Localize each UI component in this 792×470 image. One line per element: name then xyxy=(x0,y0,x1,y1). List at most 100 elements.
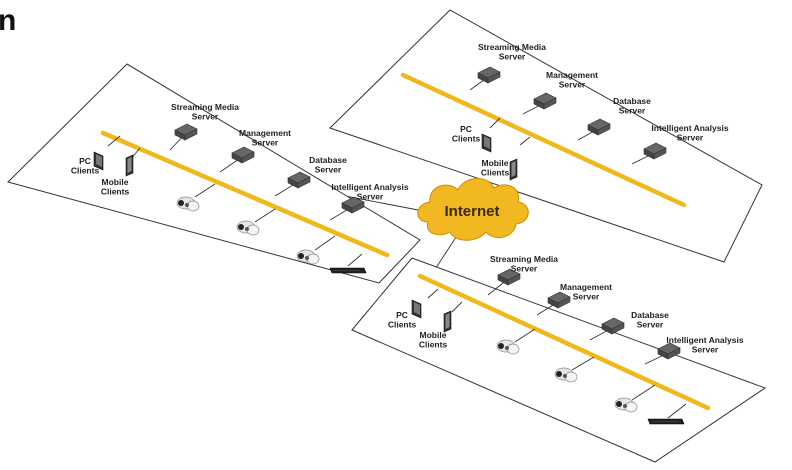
camera-lens xyxy=(238,224,244,230)
management-server-icon-front xyxy=(241,151,255,164)
pc-clients-label-line: PC xyxy=(460,124,472,134)
streaming-server-icon-front xyxy=(507,273,521,286)
database-server-label-line: Database xyxy=(613,96,651,106)
database-server-icon-front xyxy=(597,123,611,136)
streaming-server-label-line: Server xyxy=(192,112,219,122)
camera-lens-2 xyxy=(245,227,249,231)
streaming-server-label-line: Server xyxy=(499,52,526,62)
network-link xyxy=(514,328,536,343)
management-server-label-line: Server xyxy=(559,80,586,90)
network-link xyxy=(314,235,336,251)
network-link xyxy=(631,384,656,401)
internet-cloud: Internet xyxy=(417,178,529,241)
network-link xyxy=(347,253,363,267)
mobile-screen xyxy=(127,157,132,173)
mobile-screen xyxy=(445,313,450,329)
camera-lens xyxy=(298,253,304,259)
pc-clients-label-line: Clients xyxy=(452,134,481,144)
streaming-server-label-line: Streaming Media xyxy=(171,102,239,112)
network-link xyxy=(519,136,531,146)
pc-clients-label-line: Clients xyxy=(71,166,100,176)
camera-lens xyxy=(178,200,184,206)
camera-lens-2 xyxy=(185,203,189,207)
management-server-icon-front xyxy=(543,97,557,110)
streaming-server-label-line: Streaming Media xyxy=(478,42,546,52)
site-left-panel xyxy=(7,63,421,284)
camera-lens xyxy=(556,371,562,377)
management-server-label-line: Management xyxy=(560,282,612,292)
internet-label: Internet xyxy=(444,203,499,220)
mobile-screen xyxy=(511,161,516,177)
management-server-icon-front xyxy=(557,296,571,309)
mobile-clients-label-line: Clients xyxy=(419,340,448,350)
camera-lens-2 xyxy=(623,404,627,408)
network-link xyxy=(254,208,276,223)
camera-body xyxy=(564,371,578,383)
analysis-server-label-line: Intelligent Analysis xyxy=(331,182,408,192)
network-link xyxy=(489,117,501,129)
mobile-clients-label-line: Mobile xyxy=(420,330,447,340)
camera-body xyxy=(186,200,200,212)
network-backbone xyxy=(400,72,687,208)
database-server-label-line: Database xyxy=(631,310,669,320)
network-link xyxy=(107,135,121,147)
database-server-label-line: Server xyxy=(619,106,646,116)
database-server-icon-front xyxy=(611,322,625,335)
network-link xyxy=(451,301,463,313)
site-bottom-right-panel xyxy=(351,257,767,463)
mobile-clients-label-line: Mobile xyxy=(102,177,129,187)
camera-body xyxy=(246,224,260,236)
database-server-label-line: Server xyxy=(637,320,664,330)
analysis-server-label-line: Intelligent Analysis xyxy=(666,335,743,345)
management-server-label-line: Management xyxy=(546,70,598,80)
network-backbone xyxy=(100,130,390,258)
mobile-clients-label-line: Mobile xyxy=(482,158,509,168)
analysis-server-label-line: Server xyxy=(357,192,384,202)
analysis-server-icon-front xyxy=(667,347,681,360)
management-server-label-line: Management xyxy=(239,128,291,138)
pc-clients-label-line: PC xyxy=(396,310,408,320)
network-link xyxy=(667,403,687,419)
pc-screen xyxy=(96,154,102,167)
database-server-icon-front xyxy=(297,176,311,189)
camera-lens-2 xyxy=(563,374,567,378)
analysis-server-icon-front xyxy=(351,201,365,214)
camera-lens-2 xyxy=(305,256,309,260)
cloud-shape xyxy=(417,178,529,241)
mobile-clients-label-line: Clients xyxy=(101,187,130,197)
database-server-label-line: Server xyxy=(315,165,342,175)
database-server-label-line: Database xyxy=(309,155,347,165)
pc-screen xyxy=(484,136,490,149)
network-backbone xyxy=(417,273,711,411)
site-top-right-panel xyxy=(329,9,763,263)
streaming-server-icon-front xyxy=(184,128,198,141)
streaming-server-label-line: Streaming Media xyxy=(490,254,558,264)
camera-body xyxy=(506,343,520,355)
network-link xyxy=(571,356,595,371)
pc-clients-label-line: Clients xyxy=(388,320,417,330)
analysis-server-icon-front xyxy=(653,147,667,160)
network-link xyxy=(427,288,439,299)
management-server-label-line: Server xyxy=(573,292,600,302)
pc-screen xyxy=(414,302,420,315)
